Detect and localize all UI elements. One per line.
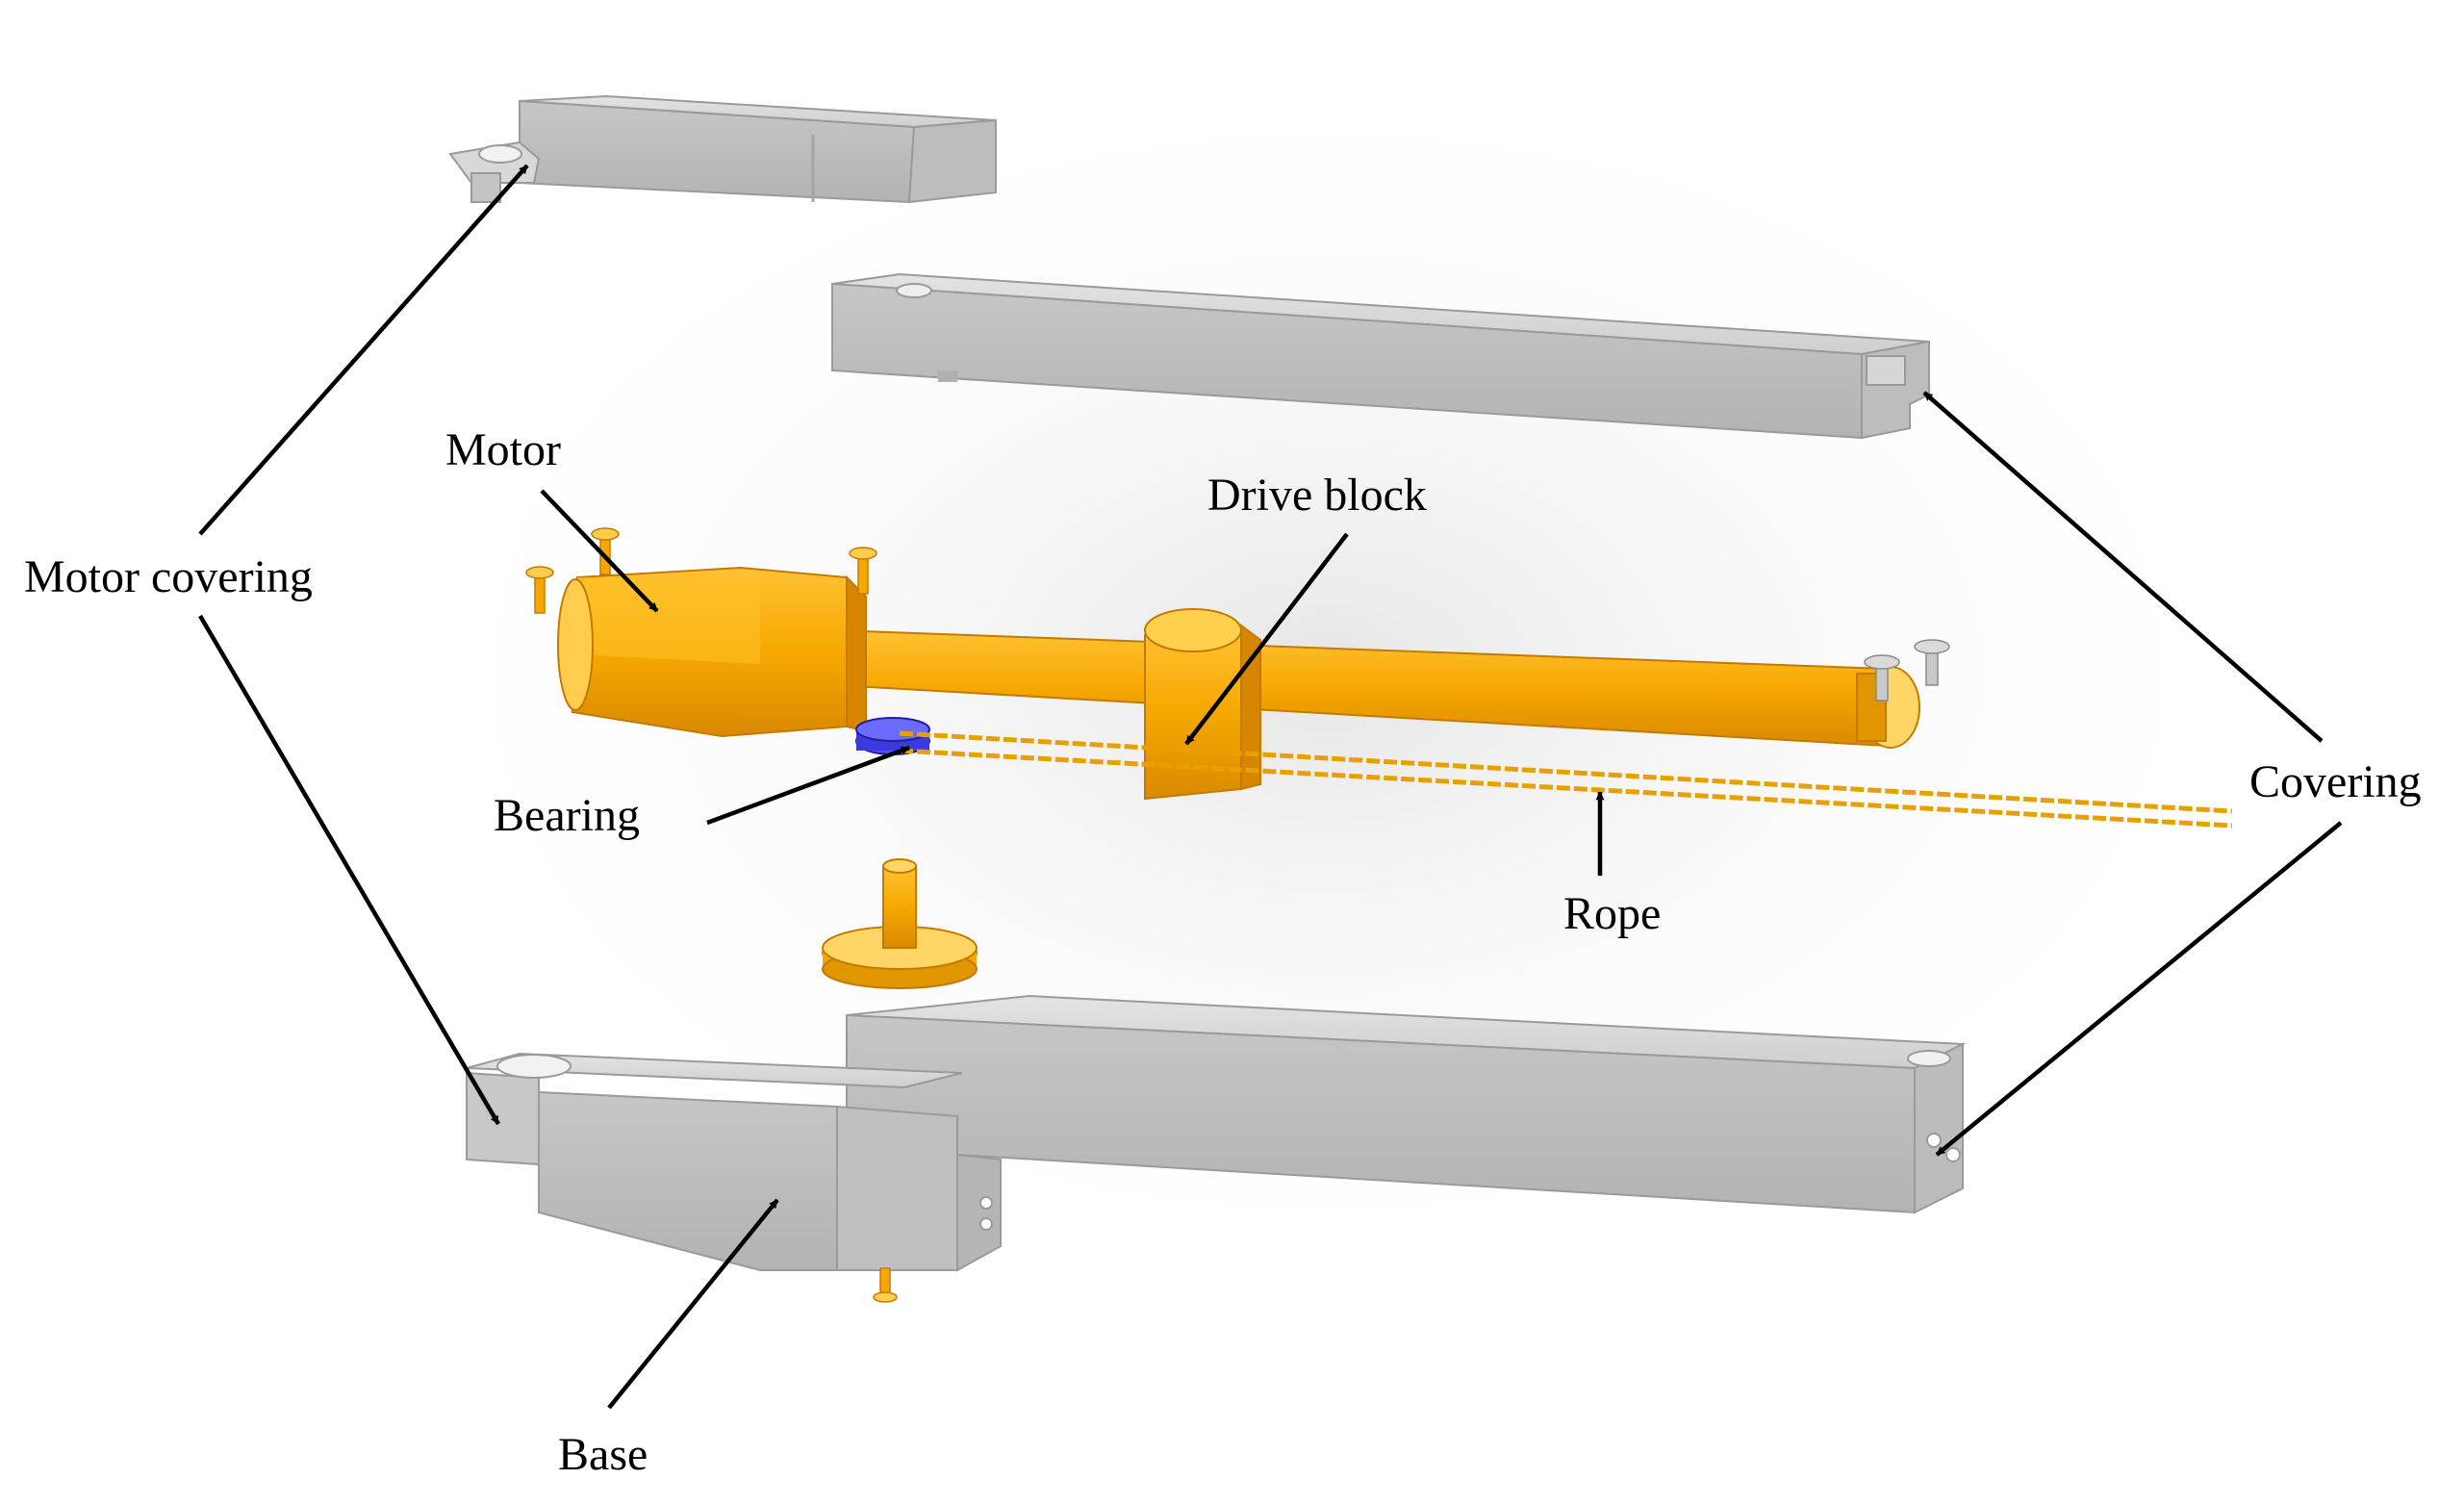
covering-part (831, 272, 1930, 440)
label-covering: Covering (2249, 756, 2422, 807)
motor-covering-part (448, 94, 997, 204)
covering-top-arrow (1922, 391, 2324, 743)
rope-part (899, 730, 2233, 829)
drive-block-arrow (1184, 532, 1349, 746)
label-rope: Rope (1563, 888, 1661, 939)
base-part (466, 858, 1967, 1303)
covering-bottom-arrow (1935, 821, 2343, 1157)
label-bearing: Bearing (494, 790, 640, 841)
motor-covering-top-arrow (198, 164, 529, 536)
base-arrow (607, 1198, 779, 1410)
label-motor: Motor (445, 424, 561, 475)
label-motor-covering: Motor covering (24, 551, 313, 602)
bearing-arrow (706, 745, 910, 826)
motor-arrow (540, 489, 659, 613)
motor-assembly (525, 527, 1950, 801)
motor-covering-bottom-arrow (198, 614, 500, 1126)
leader-lines (198, 164, 2343, 1410)
label-base: Base (558, 1429, 648, 1480)
label-drive-block: Drive block (1207, 470, 1427, 521)
